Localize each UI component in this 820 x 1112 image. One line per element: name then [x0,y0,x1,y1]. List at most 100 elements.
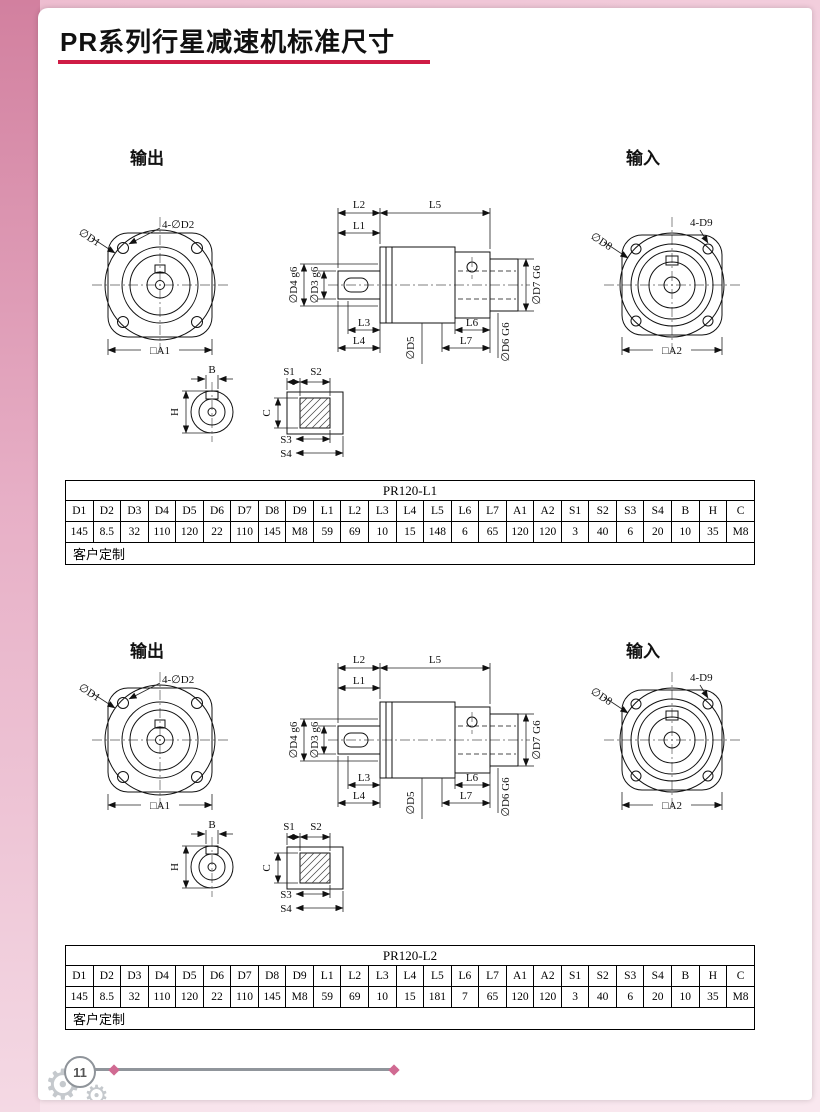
value-cell: 110 [147,986,177,1008]
column-header: L2 [340,500,370,522]
output-label: 输出 [130,642,164,661]
value-cell: 145 [65,986,94,1008]
column-header: L1 [312,965,342,987]
value-cell: M8 [726,521,755,543]
table-note-row: 客户定制 [65,1007,755,1030]
column-header: L4 [395,500,425,522]
page-number: 11 [73,1064,87,1080]
value-cell: 3 [560,521,590,543]
dim-s4: S4 [280,448,292,460]
dim-s4: S4 [280,903,292,915]
document-page: PR系列行星减速机标准尺寸 输出 输入 ∅D1 [38,8,812,1100]
dim-b: B [208,819,215,831]
value-cell: 40 [588,521,617,543]
value-cell: 145 [257,521,287,543]
dim-a1: □A1 [150,345,170,357]
column-header: L5 [423,500,452,522]
column-header: A2 [533,965,562,987]
value-cell: 10 [368,986,397,1008]
dim-d7: ∅D7 G6 [531,720,543,760]
column-header: B [671,500,700,522]
dim-d9: 4-D9 [690,217,713,229]
column-header: D4 [147,965,177,987]
value-cell: 120 [533,521,562,543]
column-header: L3 [368,965,397,987]
value-cell: 65 [478,521,507,543]
column-header: D9 [285,500,314,522]
value-cell: 181 [423,986,452,1008]
column-header: D3 [120,500,149,522]
dim-l3: L3 [358,317,371,329]
dim-l3: L3 [358,772,371,784]
column-header: S2 [588,965,617,987]
dim-d1: ∅D1 [76,226,102,249]
column-header: S1 [560,965,590,987]
dim-d4: ∅D4 g6 [288,266,300,303]
dim-d8: ∅D8 [588,685,614,708]
value-cell: 65 [478,986,507,1008]
column-header: C [726,965,755,987]
page-title: PR系列行星减速机标准尺寸 [60,27,396,57]
value-cell: 69 [340,986,370,1008]
value-cell: 35 [698,986,728,1008]
column-header: C [726,500,755,522]
column-header: D5 [175,965,204,987]
side-view: L2 L5 L1 ∅D4 g6 ∅D3 g6 ∅D7 G6 L3 L4 [288,199,543,364]
table-title-row: PR120-L1 [65,480,755,501]
engineering-drawing: ∅D1 4-∅D2 □A1 L2 [76,654,740,915]
dim-d4: ∅D4 g6 [288,721,300,758]
column-header: S4 [643,500,673,522]
column-header: D7 [230,965,259,987]
side-view: L2 L5 L1 ∅D4 g6 ∅D3 g6 ∅D7 G6 L3 L4 [288,654,543,819]
dim-h: H [169,863,181,871]
value-cell: 120 [175,521,204,543]
value-cell: 69 [340,521,370,543]
keyway-section-view: S1 S2 C S3 S4 [261,366,344,460]
dim-l6: L6 [466,317,479,329]
diamond-decoration [108,1064,120,1076]
column-header: B [671,965,700,987]
value-cell: 40 [588,986,617,1008]
page-number-badge: 11 [64,1056,96,1088]
input-label: 输入 [626,149,660,168]
table-title-row: PR120-L2 [65,945,755,966]
column-header: L7 [478,500,507,522]
value-cell: M8 [726,986,755,1008]
title-underline [58,60,430,64]
value-cell: 145 [257,986,287,1008]
dim-s3: S3 [280,434,292,446]
dim-d5: ∅D5 [405,791,417,815]
gear-icon: ⚙ [84,1080,110,1101]
dim-d1: ∅D1 [76,681,102,704]
column-header: A1 [505,500,535,522]
dim-d3: ∅D3 g6 [309,266,321,303]
column-header: D1 [65,965,94,987]
dim-d6: ∅D6 G6 [500,777,512,817]
value-cell: 59 [312,986,342,1008]
output-flange-view: ∅D1 4-∅D2 □A1 [76,672,228,812]
column-header: S1 [560,500,590,522]
output-label: 输出 [130,149,164,168]
dim-s1: S1 [283,366,295,378]
value-cell: 35 [698,521,728,543]
input-flange-view: ∅D8 4-D9 □A2 [588,217,740,357]
dim-d5: ∅D5 [405,336,417,360]
keyway-section-view: S1 S2 C S3 S4 [261,821,344,915]
drawing-area-l2: ∅D1 4-∅D2 □A1 L2 [48,613,788,933]
value-cell: 8.5 [92,986,122,1008]
value-cell: M8 [285,986,314,1008]
table-title: PR120-L1 [65,480,755,501]
dim-d9: 4-D9 [690,672,713,684]
column-header: D1 [65,500,94,522]
left-border-decoration [0,0,40,1112]
value-cell: 120 [505,986,535,1008]
input-label: 输入 [626,642,660,661]
dim-d3: ∅D3 g6 [309,721,321,758]
dim-s1: S1 [283,821,295,833]
dim-l5: L5 [429,199,442,211]
dim-b: B [208,364,215,376]
value-cell: 15 [395,986,425,1008]
